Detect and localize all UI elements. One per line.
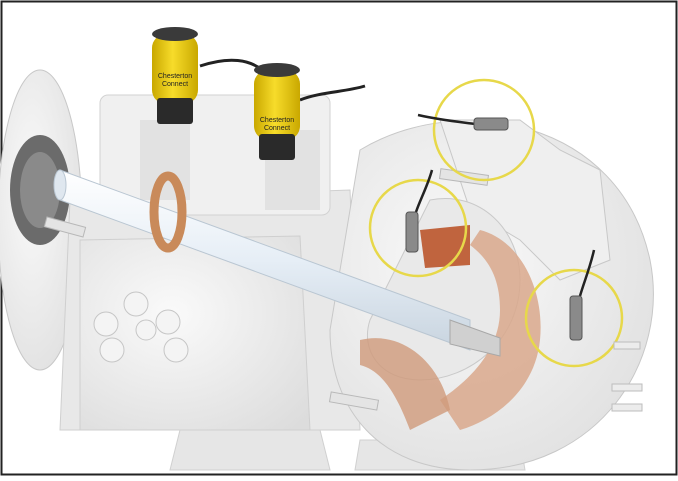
chesterton-connect-sensor-2: Chesterton Connect (254, 63, 366, 160)
pump-casing (329, 119, 654, 471)
sensor-1-brand-line1: Chesterton (158, 73, 192, 80)
bolt-caps (93, 291, 189, 363)
probe-highlight-1 (417, 78, 536, 182)
pump-shaft (53, 169, 501, 357)
sensor-1-brand-line2: Connect (162, 81, 188, 88)
bearing-frame (59, 94, 361, 431)
sensor-2-brand-line2: Connect (264, 125, 290, 132)
chesterton-connect-sensor-1: Chesterton Connect (152, 27, 263, 124)
flange-bolts (611, 341, 643, 412)
sensor-2-brand-line1: Chesterton (260, 117, 294, 124)
probe-highlight-2 (368, 169, 468, 278)
left-bearing-housing (0, 69, 83, 371)
probe-highlight-3 (524, 249, 624, 368)
